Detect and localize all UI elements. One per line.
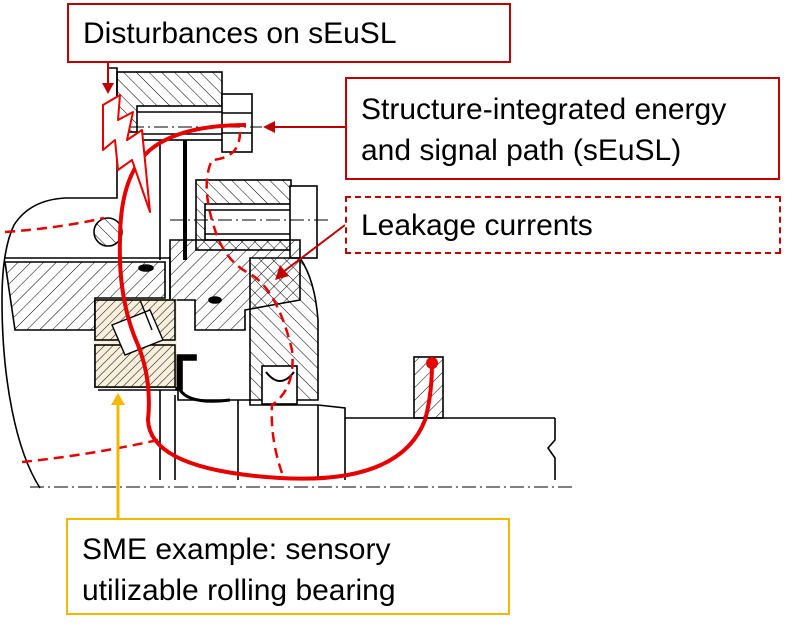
housing-contour [1, 67, 118, 489]
pin-circle [93, 217, 123, 247]
housing-hatch-block [4, 261, 166, 331]
washer [178, 389, 231, 403]
sme-label-line1: SME example: sensory [82, 533, 391, 566]
leakage-callout: Leakage currents [345, 196, 781, 254]
right-ring [249, 257, 319, 401]
arrow-leakage [282, 224, 346, 273]
disturbances-callout: Disturbances on sEuSL [67, 3, 511, 63]
disturbances-label: Disturbances on sEuSL [83, 17, 397, 50]
l-spacer [175, 354, 197, 391]
upper-nut [221, 93, 253, 153]
shaft-top [98, 389, 555, 419]
annotation-layer [4, 63, 438, 518]
leakage-path-left [4, 216, 105, 234]
leakage-label: Leakage currents [361, 209, 593, 242]
shaft-right [546, 418, 556, 480]
leakage-path-lower [21, 438, 159, 464]
leakage-path-main [205, 131, 294, 477]
o-ring [138, 264, 154, 272]
seal-ring [261, 365, 298, 405]
lightning-bolt-icon [102, 94, 151, 213]
sme-callout: SME example: sensory utilizable rolling … [66, 518, 510, 615]
sEuSL-label-line2: and signal path (sEuSL) [361, 134, 682, 167]
bearing-roller [111, 309, 164, 356]
path-end-dot [426, 357, 438, 369]
sEuSL-label-line1: Structure-integrated energy [361, 93, 727, 126]
shaft-steps [159, 390, 346, 480]
sme-label-line2: utilizable rolling bearing [82, 574, 396, 607]
sEuSL-callout: Structure-integrated energy and signal p… [345, 77, 780, 180]
